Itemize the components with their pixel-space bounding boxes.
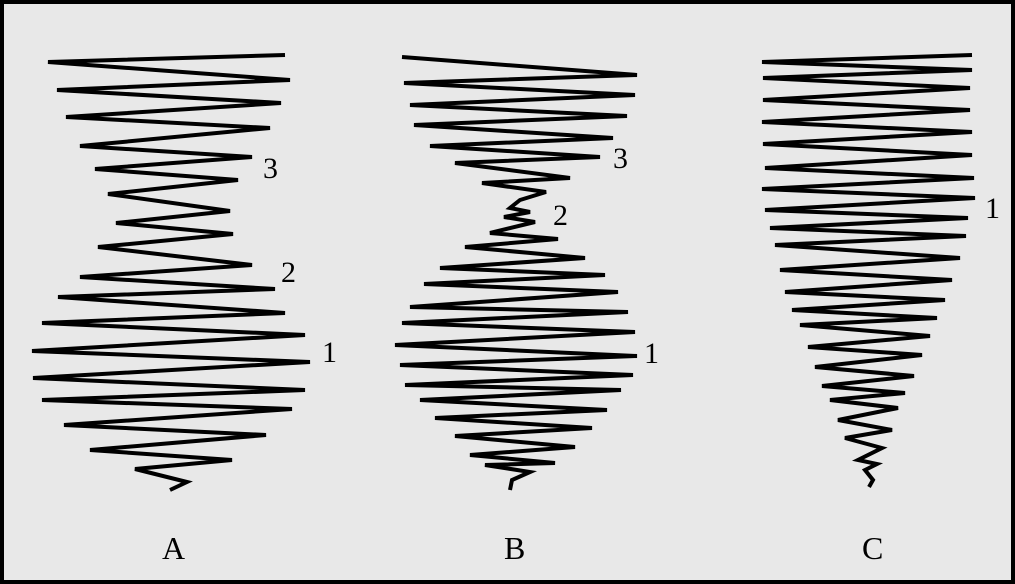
zigzag-trace-a (31, 53, 311, 492)
zigzag-trace-b (394, 55, 638, 491)
panel-b-mark-2: 2 (553, 199, 568, 232)
panel-c-mark-1: 1 (985, 192, 1000, 225)
panel-c: 1 C (761, 53, 1000, 566)
panel-a-mark-2: 2 (281, 256, 296, 289)
panel-a: 3 2 1 A (31, 53, 337, 566)
panel-a-label: A (162, 530, 185, 566)
panel-b-mark-3: 3 (613, 142, 628, 175)
zigzag-trace-c (761, 53, 976, 488)
panel-b: 3 2 1 B (394, 55, 659, 566)
panel-a-mark-1: 1 (322, 336, 337, 369)
panel-a-mark-3: 3 (263, 152, 278, 185)
panel-b-mark-1: 1 (644, 337, 659, 370)
panel-b-label: B (504, 530, 525, 566)
panel-c-label: C (862, 530, 883, 566)
